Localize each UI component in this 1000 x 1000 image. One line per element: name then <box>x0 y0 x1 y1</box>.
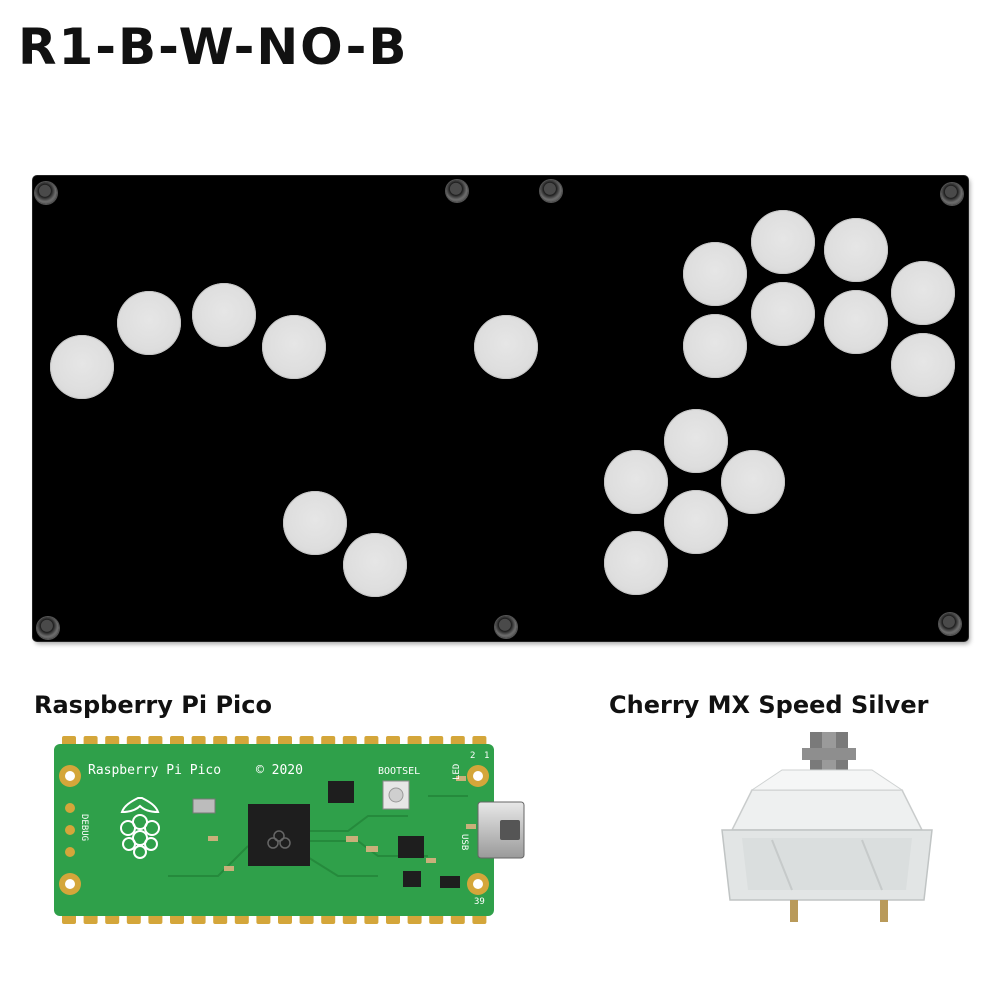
cluster-button-2 <box>604 450 668 514</box>
action-button-8 <box>891 333 955 397</box>
pin-2-label: 2 <box>470 751 475 761</box>
cluster-button-5 <box>604 531 668 595</box>
cluster-button-3 <box>721 450 785 514</box>
raspberry-logo-icon <box>120 797 160 859</box>
rp2040-chip <box>248 804 310 866</box>
raspberry-pi-pico-board: Raspberry Pi Pico © 2020 BOOTSEL LED 2 1… <box>54 736 525 924</box>
thumb-button-1 <box>283 491 347 555</box>
screw <box>941 183 963 205</box>
usb-label: USB <box>459 834 469 850</box>
screw <box>35 182 57 204</box>
product-title: R1-B-W-NO-B <box>18 18 409 76</box>
pico-silkscreen-label: Raspberry Pi Pico <box>88 763 221 778</box>
switch-caption: Cherry MX Speed Silver <box>609 691 929 719</box>
action-button-5 <box>683 314 747 378</box>
down-button <box>117 291 181 355</box>
screw <box>939 613 961 635</box>
cluster-button-1 <box>664 409 728 473</box>
debug-label: DEBUG <box>79 814 89 841</box>
action-button-7 <box>824 290 888 354</box>
screw <box>540 180 562 202</box>
l3-button <box>262 315 326 379</box>
pico-year-label: © 2020 <box>256 763 303 778</box>
center-button <box>474 315 538 379</box>
action-button-4 <box>891 261 955 325</box>
cherry-mx-switch <box>721 732 933 922</box>
chip-logo-icon <box>267 830 291 849</box>
screw <box>37 617 59 639</box>
pico-caption: Raspberry Pi Pico <box>34 691 272 719</box>
action-button-1 <box>683 242 747 306</box>
thumb-button-2 <box>343 533 407 597</box>
right-button <box>192 283 256 347</box>
action-button-3 <box>824 218 888 282</box>
pin-1-label: 1 <box>484 751 489 761</box>
bootsel-label: BOOTSEL <box>378 766 420 777</box>
screw <box>446 180 468 202</box>
cluster-button-4 <box>664 490 728 554</box>
pin-39-label: 39 <box>474 897 485 907</box>
left-button <box>50 335 114 399</box>
action-button-6 <box>751 282 815 346</box>
action-button-2 <box>751 210 815 274</box>
hitbox-panel <box>33 176 968 641</box>
screw <box>495 616 517 638</box>
led-label: LED <box>452 764 462 780</box>
